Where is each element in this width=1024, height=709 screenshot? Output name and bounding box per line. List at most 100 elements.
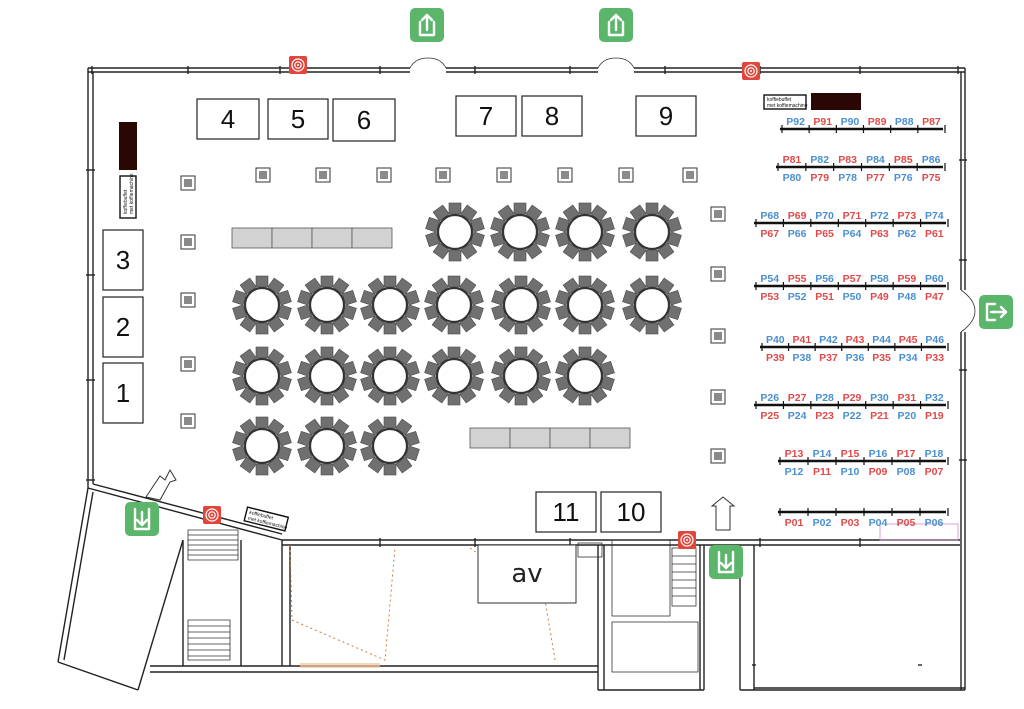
poster-label[interactable]: P23 (815, 410, 834, 422)
poster-label[interactable]: P84 (866, 154, 885, 166)
poster-label[interactable]: P67 (760, 228, 779, 240)
poster-label[interactable]: P29 (843, 392, 862, 404)
poster-label[interactable]: P47 (925, 291, 944, 303)
poster-label[interactable]: P12 (785, 466, 804, 478)
poster-label[interactable]: P48 (898, 291, 917, 303)
poster-label[interactable]: P61 (925, 228, 944, 240)
poster-label[interactable]: P88 (895, 116, 914, 128)
poster-label[interactable]: P40 (766, 334, 785, 346)
poster-label[interactable]: P45 (899, 334, 918, 346)
booth-4[interactable]: 4 (196, 98, 260, 140)
poster-label[interactable]: P04 (869, 517, 888, 529)
poster-label[interactable]: P24 (788, 410, 807, 422)
booth-1[interactable]: 1 (102, 362, 144, 424)
poster-label[interactable]: P76 (894, 172, 913, 184)
poster-label[interactable]: P73 (898, 210, 917, 222)
poster-label[interactable]: P91 (813, 116, 832, 128)
poster-label[interactable]: P05 (897, 517, 916, 529)
booth-6[interactable]: 6 (332, 98, 396, 142)
poster-label[interactable]: P51 (815, 291, 834, 303)
poster-label[interactable]: P10 (841, 466, 860, 478)
poster-label[interactable]: P21 (870, 410, 889, 422)
poster-label[interactable]: P03 (841, 517, 860, 529)
poster-label[interactable]: P86 (922, 154, 941, 166)
poster-label[interactable]: P66 (788, 228, 807, 240)
poster-label[interactable]: P90 (841, 116, 860, 128)
booth-9[interactable]: 9 (635, 95, 697, 137)
poster-label[interactable]: P56 (815, 273, 834, 285)
poster-label[interactable]: P71 (843, 210, 862, 222)
poster-label[interactable]: P62 (898, 228, 917, 240)
poster-label[interactable]: P83 (838, 154, 857, 166)
poster-label[interactable]: P68 (760, 210, 779, 222)
poster-label[interactable]: P70 (815, 210, 834, 222)
poster-label[interactable]: P87 (922, 116, 941, 128)
poster-label[interactable]: P35 (872, 352, 891, 364)
poster-label[interactable]: P26 (760, 392, 779, 404)
poster-label[interactable]: P01 (785, 517, 804, 529)
poster-label[interactable]: P57 (843, 273, 862, 285)
poster-label[interactable]: P74 (925, 210, 944, 222)
booth-3[interactable]: 3 (102, 229, 144, 291)
poster-label[interactable]: P85 (894, 154, 913, 166)
booth-10[interactable]: 10 (600, 491, 662, 533)
poster-label[interactable]: P08 (897, 466, 916, 478)
booth-8[interactable]: 8 (521, 95, 583, 137)
poster-label[interactable]: P46 (925, 334, 944, 346)
booth-2[interactable]: 2 (102, 296, 144, 358)
poster-label[interactable]: P14 (813, 448, 832, 460)
poster-label[interactable]: P58 (870, 273, 889, 285)
poster-label[interactable]: P27 (788, 392, 807, 404)
poster-label[interactable]: P09 (869, 466, 888, 478)
booth-7[interactable]: 7 (455, 95, 517, 137)
poster-label[interactable]: P43 (846, 334, 865, 346)
poster-label[interactable]: P64 (843, 228, 862, 240)
poster-label[interactable]: P36 (846, 352, 865, 364)
poster-label[interactable]: P20 (898, 410, 917, 422)
poster-label[interactable]: P82 (810, 154, 829, 166)
poster-label[interactable]: P89 (868, 116, 887, 128)
poster-label[interactable]: P19 (925, 410, 944, 422)
poster-label[interactable]: P59 (898, 273, 917, 285)
poster-label[interactable]: P49 (870, 291, 889, 303)
poster-label[interactable]: P78 (838, 172, 857, 184)
poster-label[interactable]: P22 (843, 410, 862, 422)
poster-label[interactable]: P81 (783, 154, 802, 166)
poster-label[interactable]: P63 (870, 228, 889, 240)
poster-label[interactable]: P11 (813, 466, 831, 478)
poster-label[interactable]: P72 (870, 210, 889, 222)
poster-label[interactable]: P18 (925, 448, 944, 460)
poster-label[interactable]: P69 (788, 210, 807, 222)
poster-label[interactable]: P07 (925, 466, 944, 478)
poster-label[interactable]: P92 (786, 116, 805, 128)
poster-label[interactable]: P60 (925, 273, 944, 285)
poster-label[interactable]: P17 (897, 448, 916, 460)
poster-label[interactable]: P65 (815, 228, 834, 240)
poster-label[interactable]: P33 (925, 352, 944, 364)
poster-label[interactable]: P25 (760, 410, 779, 422)
poster-label[interactable]: P28 (815, 392, 834, 404)
poster-label[interactable]: P32 (925, 392, 944, 404)
poster-label[interactable]: P52 (788, 291, 807, 303)
poster-label[interactable]: P38 (793, 352, 812, 364)
poster-label[interactable]: P54 (760, 273, 779, 285)
poster-label[interactable]: P15 (841, 448, 860, 460)
poster-label[interactable]: P77 (866, 172, 885, 184)
poster-label[interactable]: P42 (819, 334, 838, 346)
booth-5[interactable]: 5 (267, 98, 329, 140)
poster-label[interactable]: P41 (793, 334, 812, 346)
poster-label[interactable]: P06 (925, 517, 944, 529)
poster-label[interactable]: P75 (922, 172, 941, 184)
poster-label[interactable]: P44 (872, 334, 891, 346)
poster-label[interactable]: P79 (810, 172, 829, 184)
poster-label[interactable]: P80 (783, 172, 802, 184)
poster-label[interactable]: P13 (785, 448, 804, 460)
poster-label[interactable]: P34 (899, 352, 918, 364)
poster-label[interactable]: P31 (898, 392, 917, 404)
poster-label[interactable]: P53 (760, 291, 779, 303)
poster-label[interactable]: P30 (870, 392, 889, 404)
poster-label[interactable]: P16 (869, 448, 888, 460)
poster-label[interactable]: P39 (766, 352, 785, 364)
poster-label[interactable]: P55 (788, 273, 807, 285)
poster-label[interactable]: P37 (819, 352, 838, 364)
